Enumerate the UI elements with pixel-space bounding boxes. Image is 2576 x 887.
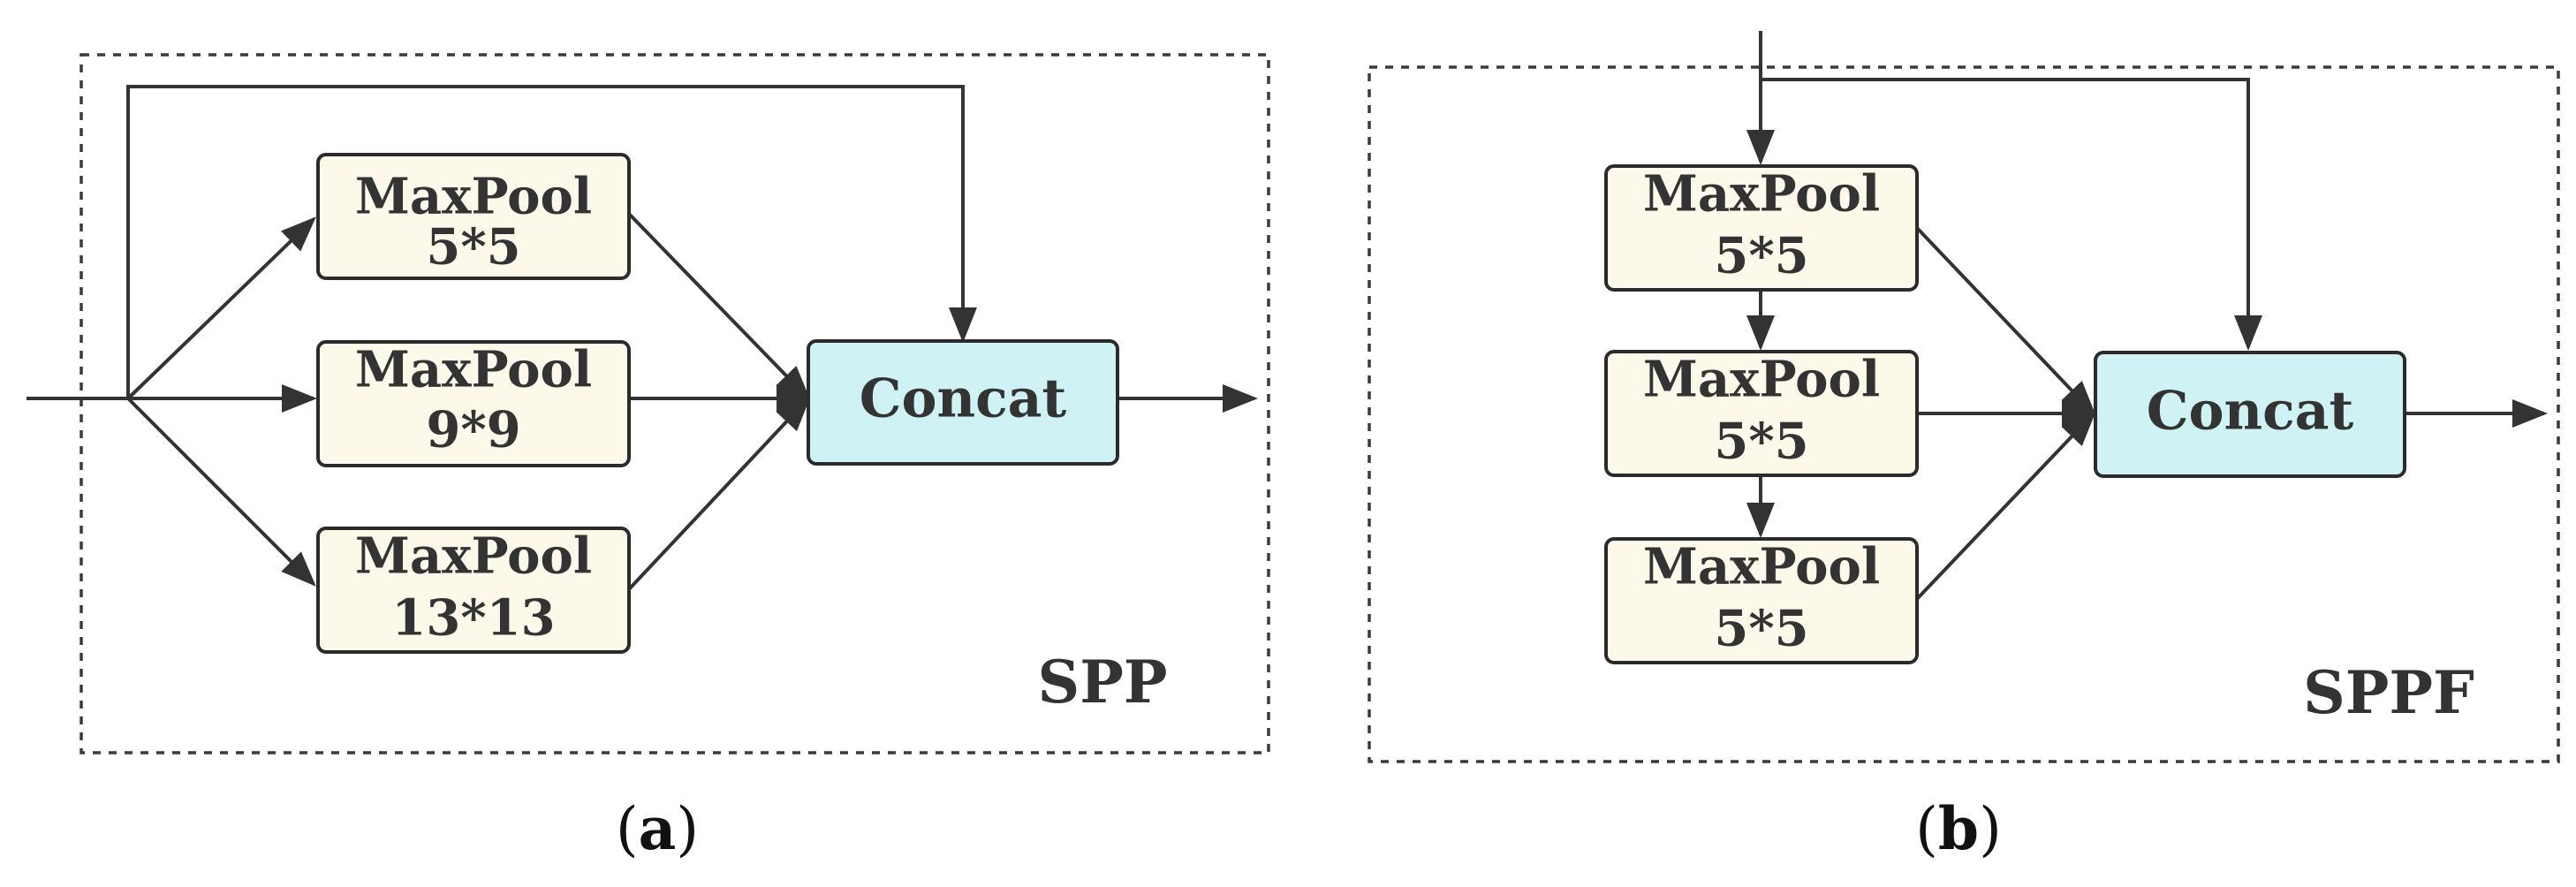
spp-pool1-to-concat-arrow <box>627 212 811 401</box>
spp-concat-block: Concat <box>807 339 1119 466</box>
spp-dashed-frame <box>80 53 1270 754</box>
sppf-pool2-name: MaxPool <box>1643 351 1880 409</box>
caption-a-letter: a <box>639 794 677 863</box>
sppf-pool1-size: 5*5 <box>1714 227 1808 285</box>
spp-panel: MaxPool 5*5 MaxPool 9*9 MaxPool 13*13 Co… <box>27 53 1270 863</box>
sppf-pool3-to-concat-arrow <box>1915 411 2096 601</box>
sppf-maxpool-3: MaxPool 5*5 <box>1604 537 1919 664</box>
spp-pool1-size: 5*5 <box>426 218 520 277</box>
sppf-panel: MaxPool 5*5 MaxPool 5*5 MaxPool 5*5 Conc… <box>1368 31 2560 863</box>
sppf-pool3-size: 5*5 <box>1714 600 1808 658</box>
sppf-tag: SPPF <box>2303 658 2474 727</box>
caption-b-close: ) <box>1979 795 2002 863</box>
sppf-concat-block: Concat <box>2094 351 2406 478</box>
spp-maxpool-13x13: MaxPool 13*13 <box>316 527 631 654</box>
sppf-pool2-size: 5*5 <box>1714 413 1808 471</box>
sppf-pool1-name: MaxPool <box>1643 165 1880 224</box>
sppf-shortcut-arrow <box>1761 78 2262 351</box>
spp-pool1-name: MaxPool <box>355 168 592 226</box>
sppf-concat-label: Concat <box>2147 381 2354 443</box>
caption-a-open: ( <box>616 795 639 863</box>
caption-a: (a) <box>616 794 699 863</box>
spp-concat-label: Concat <box>860 368 1067 430</box>
caption-b-open: ( <box>1915 795 1938 863</box>
caption-b-letter: b <box>1938 794 1979 863</box>
spp-pool3-size: 13*13 <box>391 589 555 648</box>
sppf-pool3-name: MaxPool <box>1643 538 1880 596</box>
caption-b: (b) <box>1915 794 2002 863</box>
caption-a-close: ) <box>676 795 699 863</box>
sppf-pool1-to-concat-arrow <box>1915 226 2096 416</box>
spp-pool2-size: 9*9 <box>426 401 520 459</box>
spp-to-pool3-arrow <box>126 397 316 587</box>
spp-pool3-name: MaxPool <box>355 527 592 586</box>
spp-tag: SPP <box>1038 648 1168 716</box>
spp-maxpool-5x5: MaxPool 5*5 <box>316 153 631 280</box>
sppf-dashed-frame <box>1368 65 2560 763</box>
sppf-maxpool-1: MaxPool 5*5 <box>1604 164 1919 292</box>
spp-shortcut-arrow <box>126 85 977 398</box>
spp-pool3-to-concat-arrow <box>627 396 811 591</box>
spp-pool2-name: MaxPool <box>355 341 592 399</box>
sppf-maxpool-2: MaxPool 5*5 <box>1604 350 1919 477</box>
spp-to-pool1-arrow <box>126 216 316 400</box>
spp-maxpool-9x9: MaxPool 9*9 <box>316 340 631 467</box>
